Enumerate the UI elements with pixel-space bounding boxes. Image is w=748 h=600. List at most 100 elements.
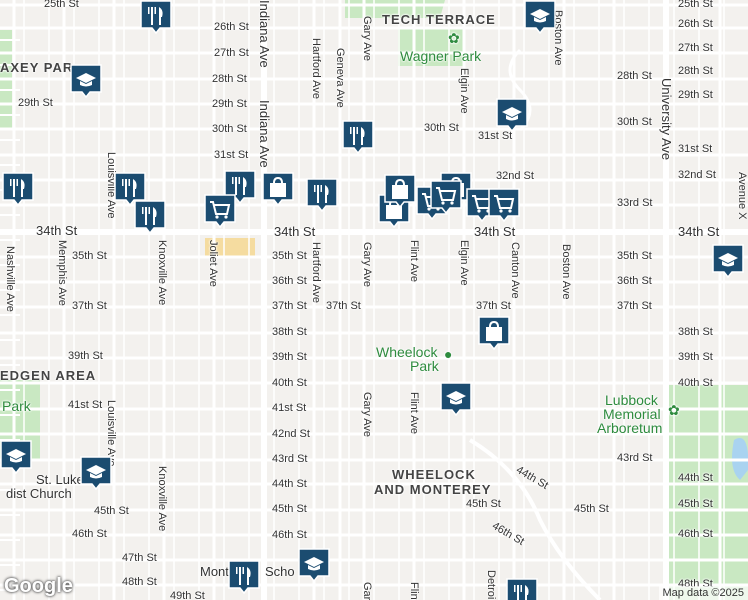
map-marker-store[interactable] xyxy=(378,194,410,228)
avenue-label: Boston Ave xyxy=(560,244,572,300)
fork-knife-icon xyxy=(228,560,260,594)
fork-knife-icon xyxy=(134,200,166,234)
street-label: 25th St xyxy=(44,0,79,10)
avenue-label: Flint Ave xyxy=(408,240,420,282)
tree-icon: ✿ xyxy=(448,30,460,46)
street-label: 25th St xyxy=(678,0,713,10)
street-label: 39th St xyxy=(678,351,713,363)
avenue-label: Flint Ave xyxy=(408,392,420,434)
street-label: 39th St xyxy=(272,351,307,363)
map-marker-restaurant[interactable] xyxy=(342,120,374,154)
street-label: 46th St xyxy=(678,528,713,540)
shopping-bag-icon xyxy=(378,194,410,228)
map-marker-school[interactable] xyxy=(524,0,556,34)
street-label: 49th St xyxy=(170,590,205,600)
map-marker-school[interactable] xyxy=(440,382,472,416)
avenue-label: Hartford Ave xyxy=(310,38,322,99)
street-label: 35th St xyxy=(72,250,107,262)
street-label: 30th St xyxy=(212,123,247,135)
avenue-label: Knoxville Ave xyxy=(156,466,168,532)
neighborhood-label: EDGEN AREA xyxy=(0,368,97,383)
street-label: 28th St xyxy=(212,73,247,85)
map-marker-grocery[interactable] xyxy=(204,194,236,228)
map-marker-store[interactable] xyxy=(478,316,510,350)
street-label: 28th St xyxy=(617,70,652,82)
avenue-label: Elgin Ave xyxy=(458,68,470,114)
street-label: 33rd St xyxy=(617,197,653,209)
fork-knife-icon xyxy=(114,172,146,206)
street-label: 45th St xyxy=(574,503,609,515)
street-label: 39th St xyxy=(68,350,103,362)
street-label: 44th St xyxy=(272,478,307,490)
avenue-label: Gary Ave xyxy=(361,16,373,62)
avenue-label: Elgin Ave xyxy=(458,240,470,286)
google-logo[interactable]: Google xyxy=(4,575,73,597)
street-label: 43rd St xyxy=(617,452,653,464)
street-label: 37th St xyxy=(476,300,511,312)
street-label: 29th St xyxy=(18,97,53,109)
graduation-cap-icon xyxy=(440,382,472,416)
park-label: Wheelock xyxy=(376,344,438,360)
park-label: Memorial xyxy=(603,406,661,422)
street-label: 26th St xyxy=(214,21,249,33)
street-label: 27th St xyxy=(678,42,713,54)
fork-knife-icon xyxy=(506,578,538,600)
avenue-label: Knoxville Ave xyxy=(156,240,168,306)
map-marker-restaurant[interactable] xyxy=(228,560,260,594)
curved-road xyxy=(468,438,602,600)
avenue-label: Hartford Ave xyxy=(310,242,322,303)
avenue-label: Gary Ave xyxy=(361,242,373,288)
park-label: Lubbock xyxy=(605,392,658,408)
map-marker-restaurant[interactable] xyxy=(506,578,538,600)
street-label: 34th St xyxy=(274,224,316,239)
map-marker-school[interactable] xyxy=(70,64,102,98)
map-attribution[interactable]: Map data ©2025 xyxy=(658,586,748,600)
map-marker-restaurant[interactable] xyxy=(2,172,34,206)
street-label: 28th St xyxy=(678,65,713,77)
graduation-cap-icon xyxy=(70,64,102,98)
map-marker-restaurant[interactable] xyxy=(140,0,172,34)
street-label: 48th St xyxy=(122,576,157,588)
map-marker-restaurant[interactable] xyxy=(134,200,166,234)
place-label: Scho xyxy=(265,564,295,579)
avenue-label: Detroi xyxy=(485,570,497,600)
fork-knife-icon xyxy=(342,120,374,154)
map-marker-school[interactable] xyxy=(80,456,112,490)
map-marker-store[interactable] xyxy=(384,174,416,208)
park-label: Arboretum xyxy=(597,420,663,436)
wagner-park-area xyxy=(398,28,464,66)
neighborhood-label: WHEELOCK xyxy=(392,467,476,482)
map-marker-school[interactable] xyxy=(0,440,32,474)
map-marker-store[interactable] xyxy=(262,172,294,206)
street-label: 29th St xyxy=(212,98,247,110)
map-marker-restaurant[interactable] xyxy=(114,172,146,206)
street-label: 37th St xyxy=(72,300,107,312)
map-marker-grocery[interactable] xyxy=(488,188,520,222)
commercial-block xyxy=(205,238,255,258)
map-marker-school[interactable] xyxy=(496,98,528,132)
street-label: 30th St xyxy=(617,116,652,128)
street-label: 37th St xyxy=(617,300,652,312)
avenue-label: Memphis Ave xyxy=(56,240,68,306)
graduation-cap-icon xyxy=(298,548,330,582)
street-label: 30th St xyxy=(424,122,459,134)
map-marker-school[interactable] xyxy=(712,244,744,278)
flower-icon: ✿ xyxy=(668,402,680,418)
street-label: 35th St xyxy=(272,250,307,262)
avenue-label: Geneva Ave xyxy=(334,48,346,108)
street-label: 45th St xyxy=(272,503,307,515)
street-label: 34th St xyxy=(678,224,720,239)
avenue-label: Avenue X xyxy=(736,172,748,220)
avenue-label: Joliet Ave xyxy=(207,240,219,287)
street-label: 27th St xyxy=(214,47,249,59)
avenue-label: Nashville Ave xyxy=(4,246,16,312)
avenue-label: University Ave xyxy=(659,78,674,161)
map-marker-school[interactable] xyxy=(298,548,330,582)
fork-knife-icon xyxy=(306,178,338,212)
place-label: dist Church xyxy=(6,486,72,501)
map-marker-grocery[interactable] xyxy=(430,180,462,214)
curved-road xyxy=(508,48,532,132)
street-label: 31st St xyxy=(214,149,249,161)
map-marker-restaurant[interactable] xyxy=(306,178,338,212)
